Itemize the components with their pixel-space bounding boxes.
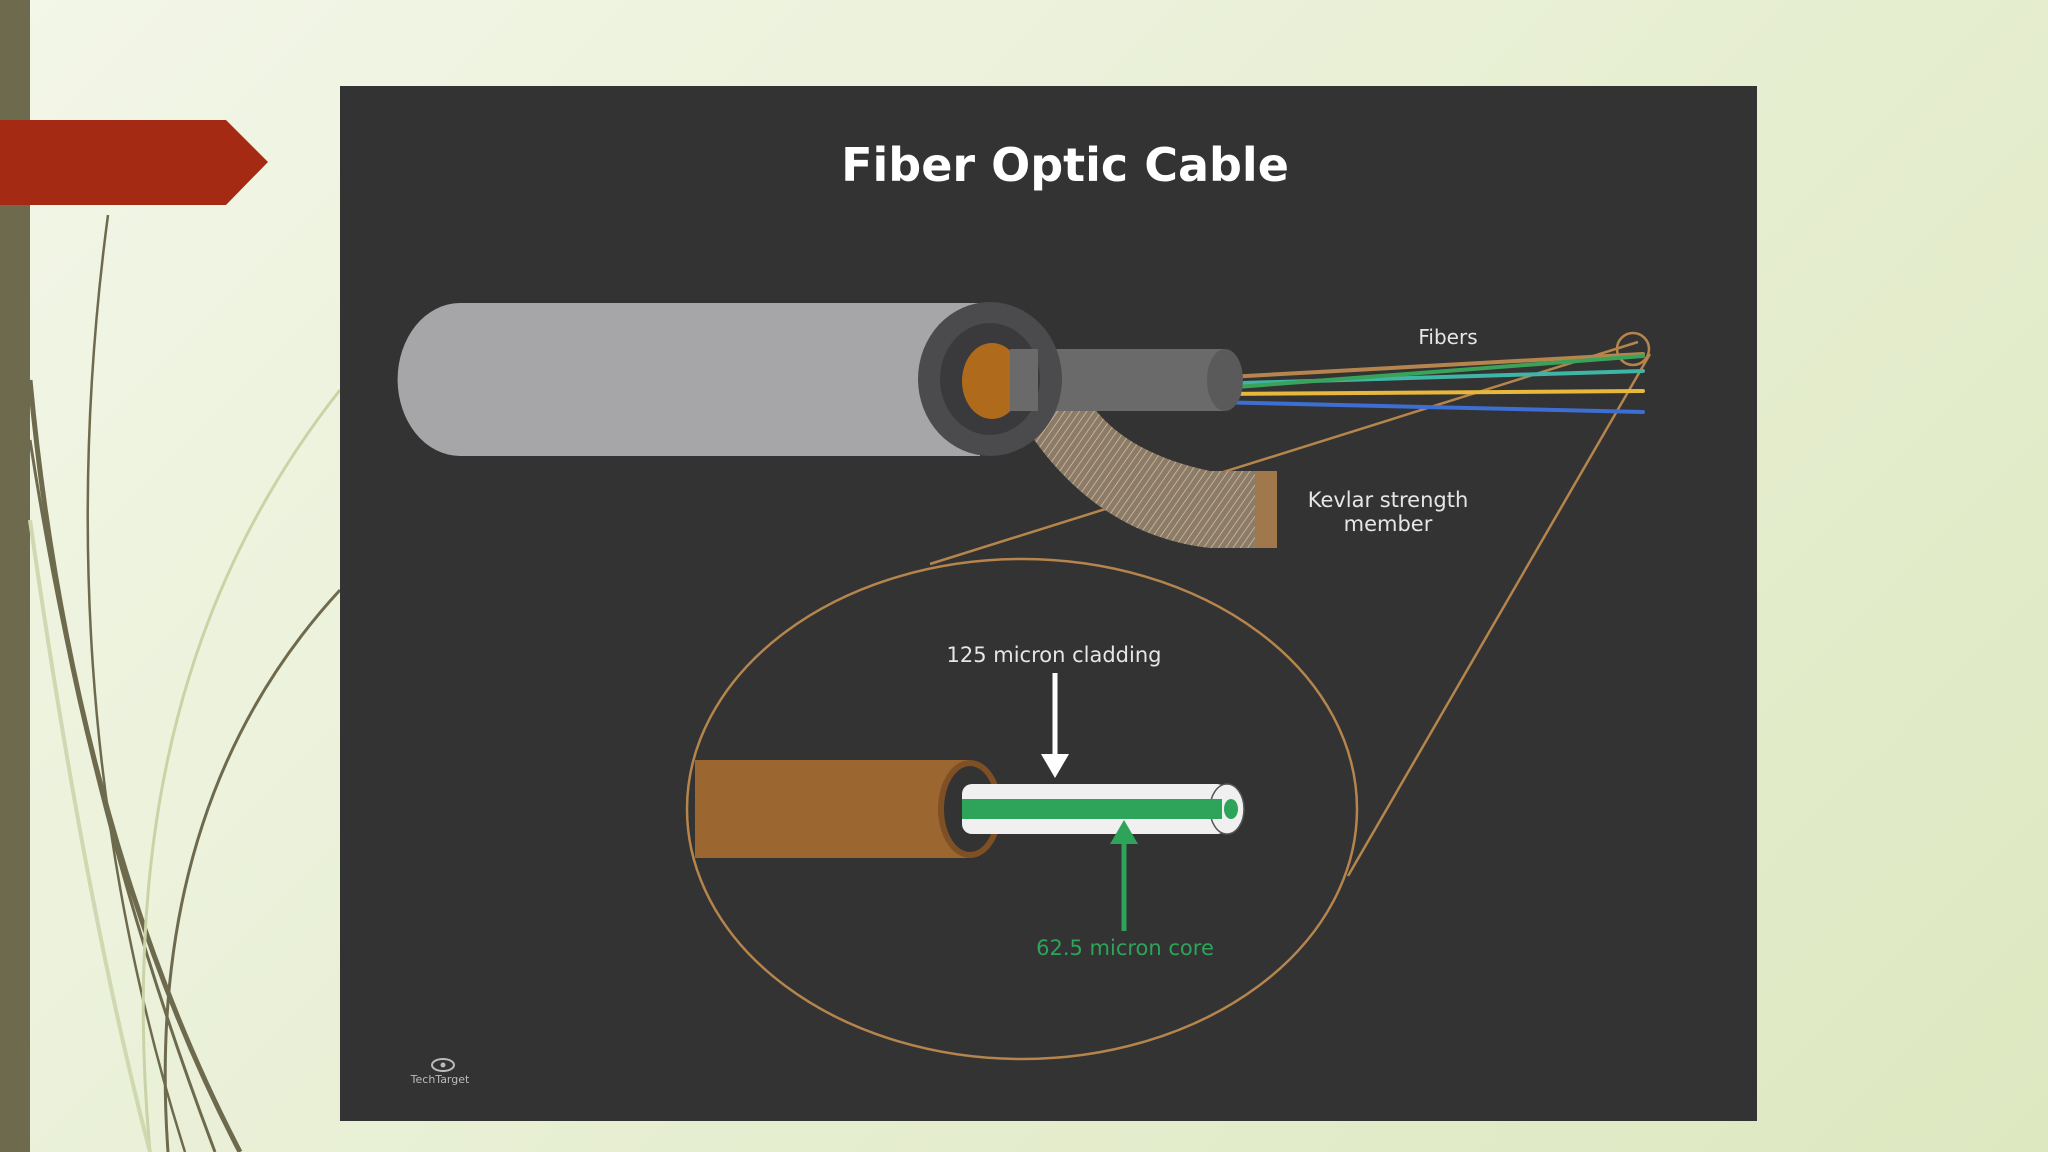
magnified-core xyxy=(962,799,1222,819)
diagram-canvas: Fiber Optic Cable xyxy=(397,138,1652,1086)
cladding-arrow xyxy=(1041,673,1069,778)
fiber-strands xyxy=(1208,352,1645,414)
magnified-view-circle xyxy=(685,557,1359,1061)
kevlar-label-line2: member xyxy=(1344,512,1433,536)
slide-tab-arrow xyxy=(0,120,268,205)
outer-jacket xyxy=(397,302,1062,456)
core-label: 62.5 micron core xyxy=(1036,936,1214,960)
core-arrow xyxy=(1110,820,1138,931)
kevlar-label-line1: Kevlar strength xyxy=(1308,488,1469,512)
fibers-label: Fibers xyxy=(1418,325,1477,349)
diagram-title: Fiber Optic Cable xyxy=(841,138,1289,192)
kevlar-strength-member xyxy=(1012,386,1277,548)
logo-text: TechTarget xyxy=(410,1073,470,1086)
cladding-label: 125 micron cladding xyxy=(947,643,1162,667)
zoom-callout-lines xyxy=(929,331,1652,877)
magnified-buffer-coating xyxy=(695,760,1002,858)
magnified-cladding xyxy=(962,783,1245,835)
techtarget-logo: TechTarget xyxy=(410,1058,470,1086)
fiber-optic-diagram: Fiber Optic Cable xyxy=(340,86,1757,1121)
decorative-swoosh-lines xyxy=(27,214,342,1152)
